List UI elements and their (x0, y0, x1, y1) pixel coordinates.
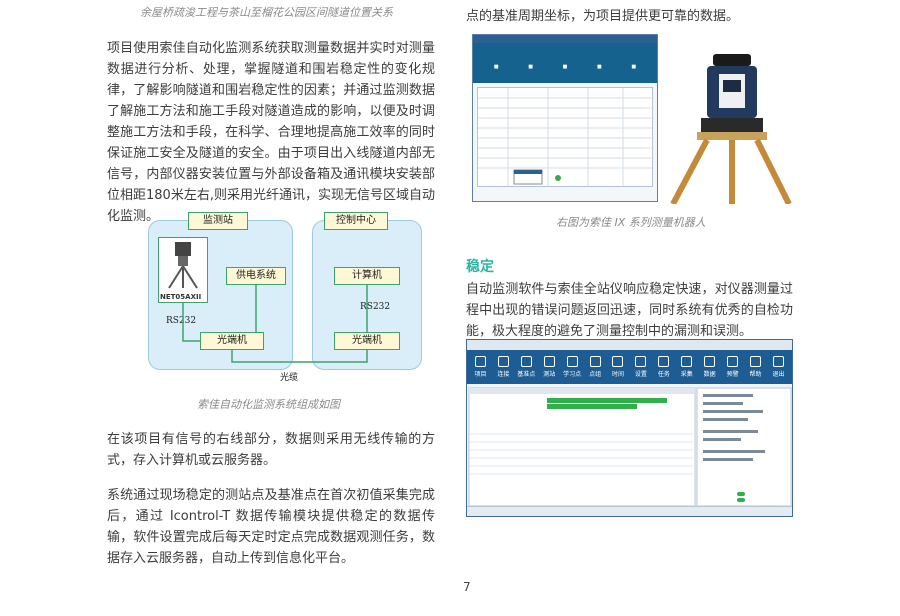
sw2-tool-time: 时间 (607, 350, 630, 384)
rs232-left-label: RS232 (166, 316, 197, 326)
sw1-tool-icon: ■ (631, 64, 637, 70)
sw1-tool-icon: ■ (596, 64, 602, 70)
sw2-tool-learn: 学习点 (561, 350, 584, 384)
sw2-tool-data: 数据 (698, 350, 721, 384)
sw2-tool-settings: 设置 (629, 350, 652, 384)
optic-right-box: 光端机 (334, 332, 400, 350)
sw1-tool-icon: ■ (528, 64, 533, 70)
page-number: 7 (463, 580, 471, 594)
system-diagram: 监测站 控制中心 NET05AXII 供电系统 计算机 RS232 RS232 … (148, 212, 428, 383)
top-left-caption: 余屋桥疏浚工程与茶山至榴花公园区间隧道位置关系 (140, 6, 393, 19)
sw2-tool-station: 测站 (538, 350, 561, 384)
diagram-connectors (182, 285, 368, 363)
software-screenshot-1: ■ ■ ■ ■ ■ (472, 34, 658, 202)
sw1-data-grid (477, 87, 654, 187)
sw2-tool-task: 任务 (652, 350, 675, 384)
robot-caption: 右图为索佳 IX 系列测量机器人 (556, 216, 706, 229)
sw1-tool-icon: ■ (493, 64, 499, 70)
left-paragraph-1: 项目使用索佳自动化监测系统获取测量数据并实时对测量数据进行分析、处理，掌握隧道和… (107, 41, 435, 224)
sw2-tool-help: 帮助 (744, 350, 767, 384)
software-screenshot-2: 项目 连接 基准点 测站 学习点 点组 时间 设置 任务 采集 数据 预警 帮助… (466, 339, 793, 517)
sw2-tool-connect: 连接 (492, 350, 515, 384)
right-top-text: 点的基准周期坐标，为项目提供更可靠的数据。 (466, 9, 740, 24)
control-label: 控制中心 (324, 212, 388, 230)
optic-cable-label: 光缆 (280, 373, 299, 383)
rs232-right-label: RS232 (360, 302, 391, 312)
sw2-body (467, 384, 792, 507)
optic-left-box: 光端机 (200, 332, 264, 350)
sw2-tool-alert: 预警 (721, 350, 744, 384)
sw2-toolbar: 项目 连接 基准点 测站 学习点 点组 时间 设置 任务 采集 数据 预警 帮助… (467, 350, 792, 384)
station-label: 监测站 (188, 212, 248, 230)
sw2-tool-project: 项目 (469, 350, 492, 384)
total-station-icon: NET05AXII (158, 237, 208, 303)
sw2-statusbar (467, 506, 792, 516)
left-paragraph-2: 在该项目有信号的右线部分，数据则采用无线传输的方式，存入计算机或云服务器。 (107, 432, 435, 468)
device-model-label: NET05AXII (160, 293, 202, 301)
sw2-tool-exit: 退出 (767, 350, 790, 384)
sw2-tool-base: 基准点 (515, 350, 538, 384)
computer-box: 计算机 (334, 267, 400, 285)
sw2-tool-collect: 采集 (675, 350, 698, 384)
power-system-box: 供电系统 (226, 267, 286, 285)
total-station-robot-image (667, 34, 793, 206)
right-paragraph: 自动监测软件与索佳全站仪响应稳定快速，对仪器测量过程中出现的错误问题返回迅速，同… (466, 282, 793, 339)
left-paragraph-3: 系统通过现场稳定的测站点及基准点在首次初值采集完成后，通过 Icontrol-T… (107, 488, 435, 566)
diagram-caption: 索佳自动化监测系统组成如图 (197, 398, 340, 411)
sw2-tool-group: 点组 (584, 350, 607, 384)
sw1-tool-icon: ■ (562, 64, 568, 70)
section-heading-stable: 稳定 (466, 259, 494, 275)
